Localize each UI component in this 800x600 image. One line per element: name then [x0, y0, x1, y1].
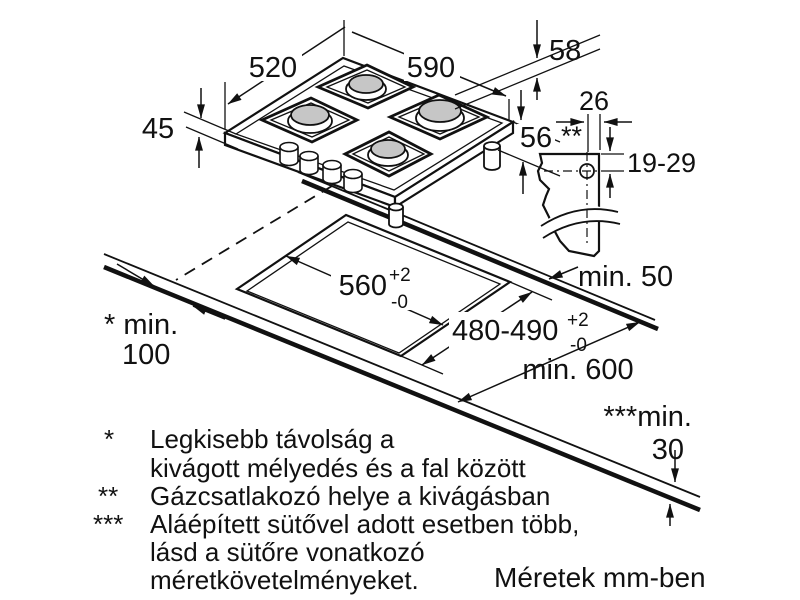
burner-front [367, 139, 409, 167]
section-outline [536, 152, 601, 258]
dimension-label-45: 45 [142, 113, 174, 145]
dimension-label-520: 520 [249, 52, 297, 84]
dimension-label-min-30-line2: 30 [652, 434, 684, 466]
support-foot [388, 202, 404, 229]
dimension-label-min-600: min. 600 [522, 354, 633, 386]
dimension-min-600: min. 600 [457, 321, 641, 403]
dimension-label-560: 560 [339, 270, 387, 302]
footnote-3-line-3: méretkövetelményeket. [150, 565, 419, 595]
dimension-560: 560 +2 -0 [285, 255, 444, 326]
worktop-section-detail [536, 152, 621, 258]
dimension-label-480-490: 480-490 [452, 315, 558, 347]
tolerance-plus: +2 [567, 310, 589, 331]
projection-dashed-line [175, 185, 333, 281]
gas-connection-marker: ** [561, 121, 583, 151]
extension-line [454, 34, 601, 96]
footnote-1-line-2: kivágott mélyedés és a fal között [150, 453, 527, 483]
extension-line [497, 149, 561, 177]
footnote-3-line-1: Aláépített sütővel adott esetben több, [150, 509, 579, 539]
footnote-marker-2: ** [98, 481, 118, 511]
dimension-520: 520 [224, 20, 346, 129]
dimension-56: 56 [497, 90, 561, 194]
dimension-label-min-50: min. 50 [578, 261, 673, 293]
units-note: Méretek mm-ben [494, 562, 706, 593]
tolerance-minus: -0 [391, 292, 408, 313]
dimension-label-min-100-line2: 100 [122, 339, 170, 371]
cutout-inner-outline [245, 221, 502, 354]
burner-rear [345, 74, 387, 101]
dimension-26: 26 ** [556, 86, 632, 152]
dimension-19-29: 19-29 [601, 127, 696, 198]
dimension-label-26: 26 [579, 86, 609, 116]
dimension-label-19-29: 19-29 [627, 148, 696, 178]
label-background [331, 263, 419, 310]
tolerance-minus: -0 [570, 335, 587, 356]
dimension-min-50: min. 50 [548, 261, 673, 293]
control-knob [279, 141, 299, 167]
footnote-3-line-2: lásd a sütőre vonatkozó [150, 537, 425, 567]
section-break-mask [540, 202, 620, 238]
dimension-label-58: 58 [549, 35, 581, 67]
control-knobs [279, 141, 363, 194]
control-knob [322, 159, 342, 185]
extension-line [509, 281, 553, 301]
arrow [192, 305, 226, 320]
burner-left [287, 104, 333, 134]
arrow [116, 263, 155, 287]
footnote-2-line-1: Gázcsatlakozó helye a kivágásban [150, 481, 550, 511]
control-knob [299, 150, 319, 176]
extension-line [454, 48, 601, 110]
dimension-min-30: ***min. 30 [603, 401, 692, 526]
section-break-arc-1 [540, 208, 619, 227]
control-knob [343, 168, 363, 194]
burner-right-large [415, 99, 465, 132]
footnote-1-line-1: Legkisebb távolság a [150, 424, 395, 454]
extension-line [183, 111, 237, 135]
dimension-45: 45 [142, 88, 239, 168]
dimension-58: 58 [454, 20, 601, 110]
section-break-arc-2 [542, 220, 621, 239]
footnotes: * Legkisebb távolság a kivágott mélyedés… [93, 424, 579, 595]
dimension-label-56: 56 [520, 122, 552, 154]
label-background [404, 52, 460, 81]
worktop-rear-edge-shadow [301, 178, 659, 332]
dimension-label-min-30-line1: ***min. [603, 401, 692, 433]
tolerance-plus: +2 [389, 265, 411, 286]
worktop-rear-edge [297, 171, 656, 321]
dimension-590: 590 [351, 31, 510, 121]
support-foot [483, 141, 501, 171]
label-background [246, 52, 302, 81]
dimension-label-min-100-line1: * min. [104, 309, 178, 341]
dimension-line [457, 321, 641, 403]
extension-line [185, 126, 239, 150]
arrow [548, 266, 579, 280]
worktop-front-edge [103, 253, 701, 498]
dimension-min-100: * min. 100 [104, 263, 226, 371]
label-background [517, 124, 555, 151]
dimension-label-590: 590 [407, 52, 455, 84]
footnote-marker-1: * [104, 424, 114, 454]
footnote-marker-3: *** [93, 509, 123, 539]
